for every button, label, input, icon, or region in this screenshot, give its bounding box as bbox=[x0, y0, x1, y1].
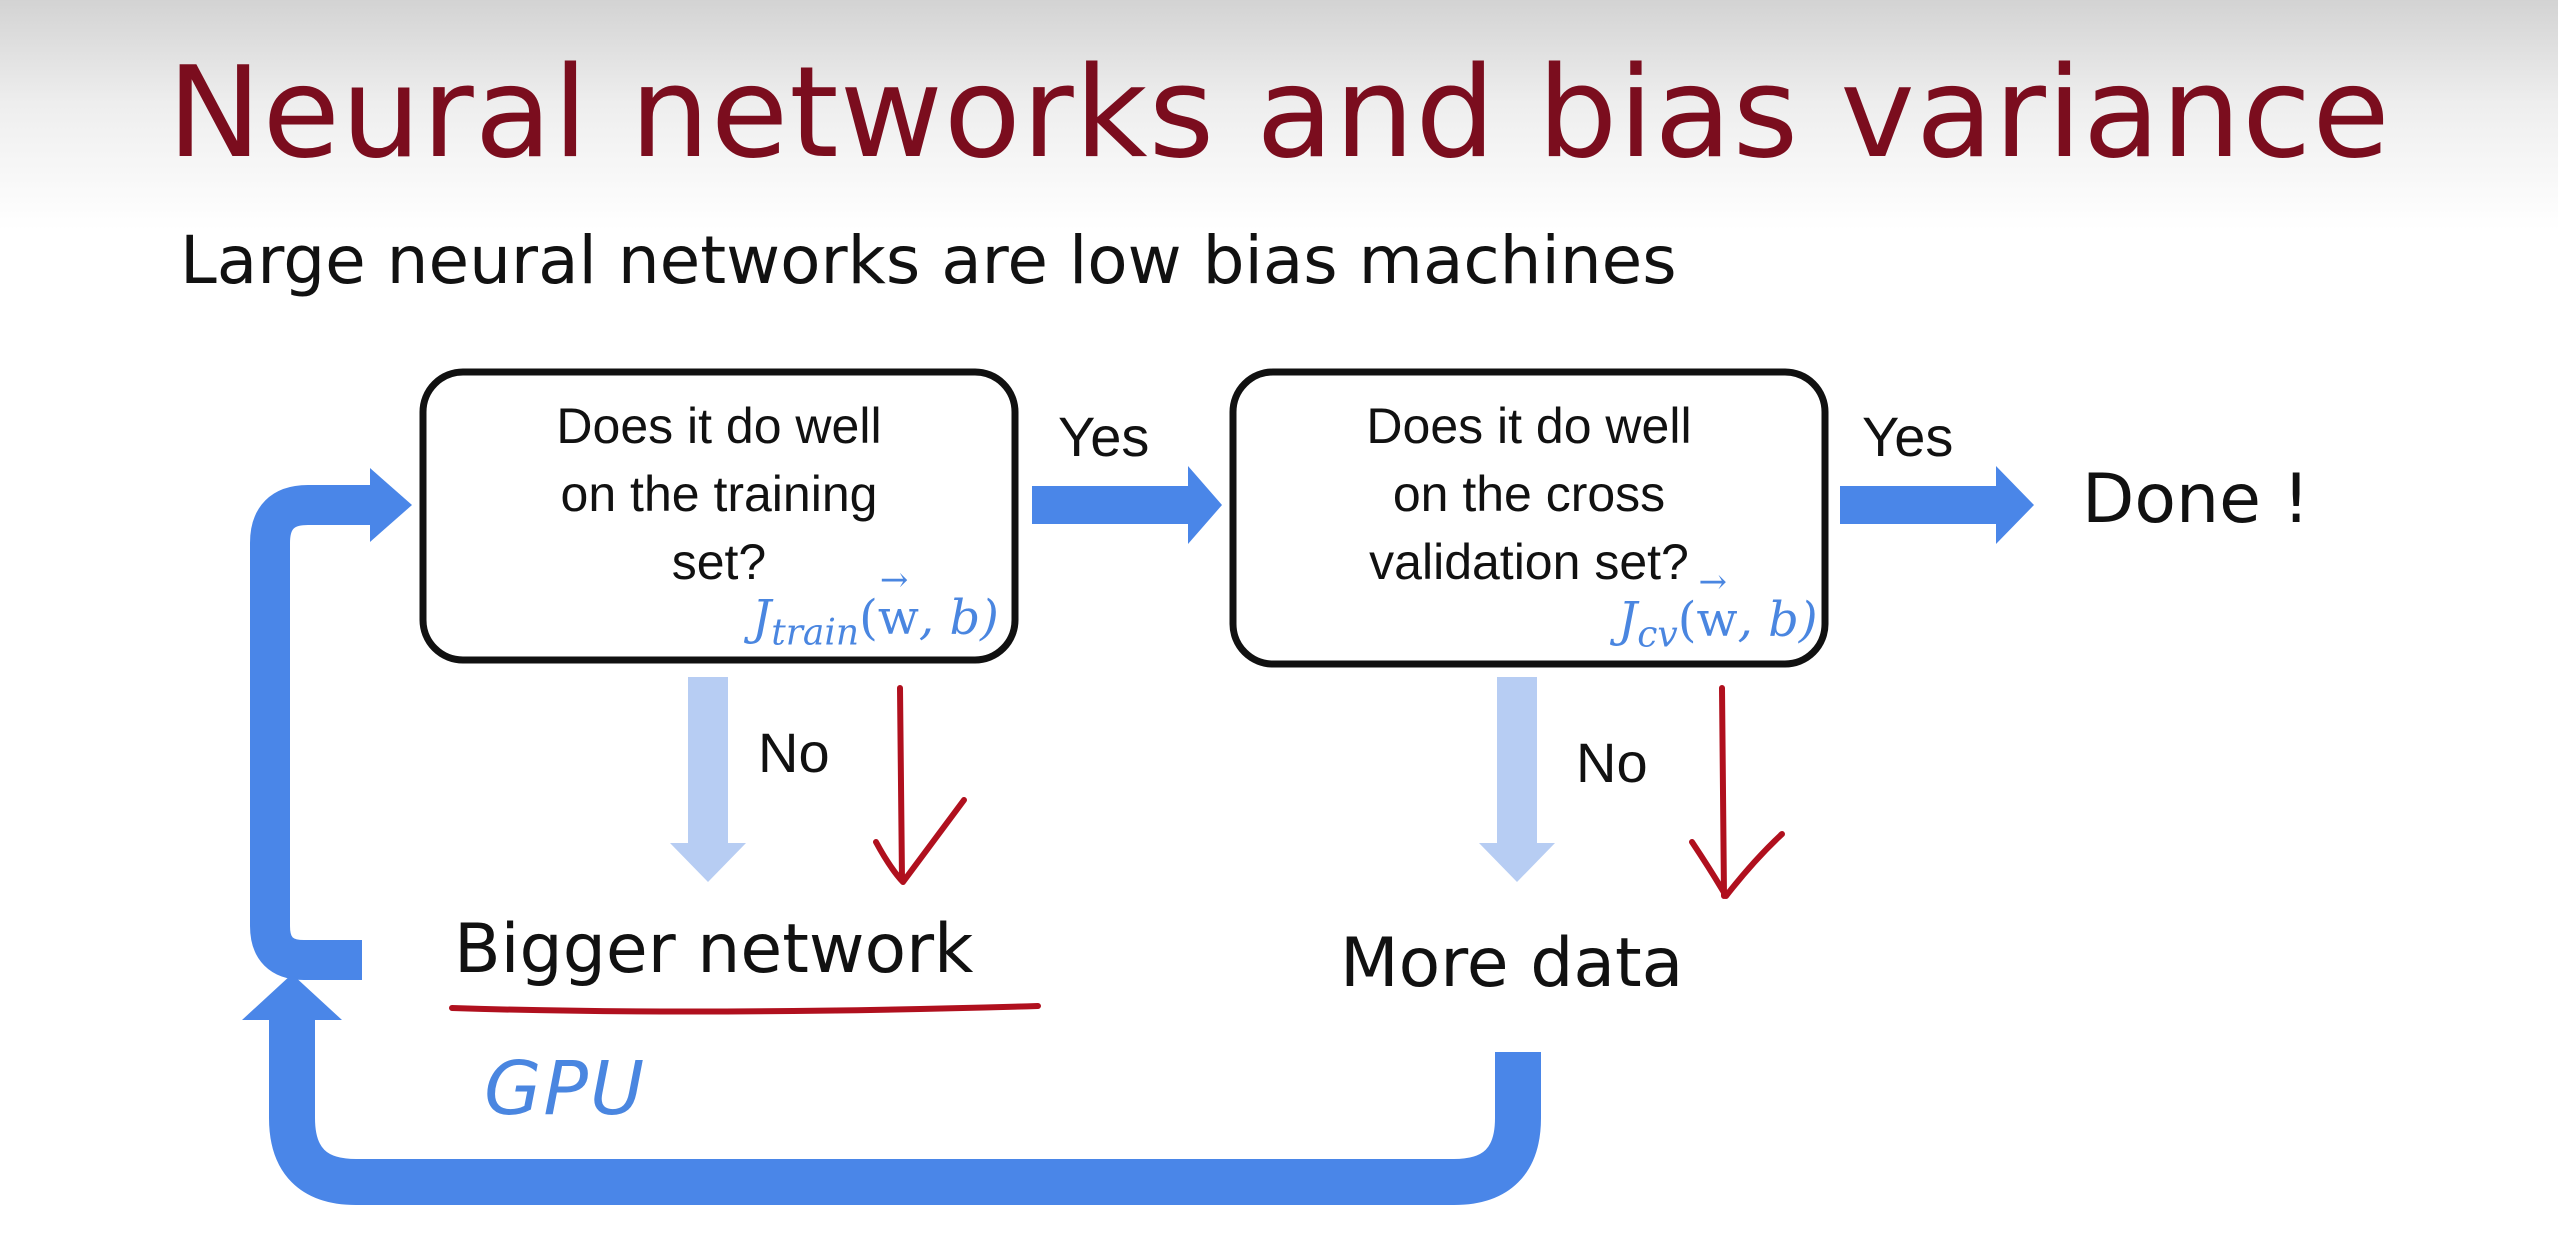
more-data-label: More data bbox=[1340, 924, 1684, 1003]
no-arrow-1 bbox=[670, 677, 746, 882]
formula-j-train-symbol: J bbox=[752, 590, 772, 646]
gpu-annotation: GPU bbox=[484, 1046, 647, 1132]
formula-j-cv-symbol: J bbox=[1618, 592, 1638, 648]
formula-j-cv-subscript: cv bbox=[1637, 614, 1678, 656]
decision-box-cv bbox=[1229, 368, 1829, 668]
decision-box-training bbox=[419, 368, 1019, 664]
red-underline bbox=[449, 1003, 1041, 1015]
slide-title: Neural networks and bias variance bbox=[167, 39, 2391, 186]
no-label-1: No bbox=[758, 721, 830, 784]
formula-j-train-rest: , b) bbox=[918, 590, 999, 646]
loop-arrow-head-2 bbox=[242, 974, 342, 1020]
formula-j-train-subscript: train bbox=[771, 612, 860, 654]
loop-arrow-more-data bbox=[269, 1018, 1541, 1205]
title-background bbox=[0, 0, 2558, 230]
done-label: Done ! bbox=[2082, 460, 2310, 539]
formula-j-train-vector: w bbox=[878, 590, 919, 646]
formula-j-train-open: ( bbox=[859, 590, 878, 646]
decision-training-text: Does it do well on the training set? bbox=[556, 398, 882, 590]
red-check-arrow-2 bbox=[1689, 685, 1785, 899]
decision-cv-text: Does it do well on the cross validation … bbox=[1366, 398, 1692, 590]
formula-j-train: Jtrain(w, b) bbox=[752, 590, 999, 654]
red-check-arrow-1 bbox=[873, 685, 967, 885]
yes-label-2: Yes bbox=[1862, 405, 1954, 468]
formula-j-cv: Jcv(w, b) bbox=[1618, 592, 1818, 656]
no-arrow-2 bbox=[1479, 677, 1555, 882]
no-label-2: No bbox=[1576, 731, 1648, 794]
slide-subtitle: Large neural networks are low bias machi… bbox=[180, 222, 1677, 299]
yes-arrow-2 bbox=[1840, 466, 2034, 544]
loop-arrow-head-1 bbox=[370, 468, 412, 542]
formula-j-cv-rest: , b) bbox=[1737, 592, 1818, 648]
formula-j-cv-open: ( bbox=[1677, 592, 1697, 648]
loop-arrow-bigger-network bbox=[250, 485, 372, 980]
yes-label-1: Yes bbox=[1058, 405, 1150, 468]
yes-arrow-1 bbox=[1032, 466, 1222, 544]
bigger-network-label: Bigger network bbox=[454, 910, 974, 989]
formula-j-cv-vector: w bbox=[1696, 592, 1737, 648]
